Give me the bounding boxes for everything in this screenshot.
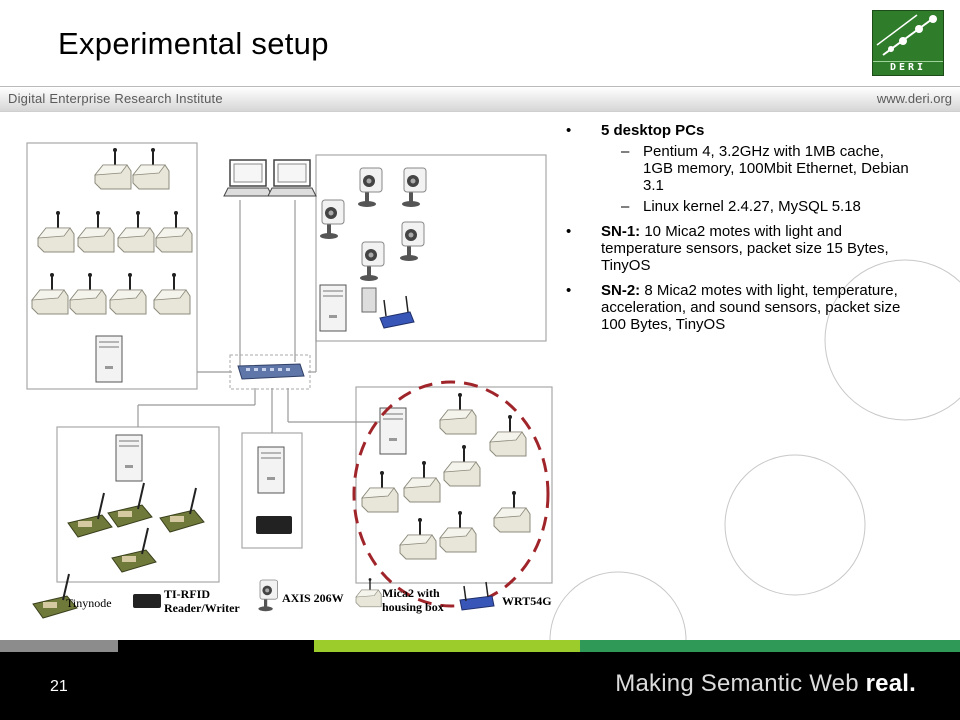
logo-text: DERI	[873, 61, 943, 73]
legend-tirfid-1: TI-RFID	[164, 587, 210, 601]
legend-axis: AXIS 206W	[282, 591, 344, 605]
bullet-text: 10 Mica2 motes with light and temperatur…	[601, 223, 889, 274]
header-bar: Digital Enterprise Research Institute ww…	[0, 86, 960, 112]
footer-stripe-black	[118, 640, 314, 652]
page-number: 21	[50, 678, 68, 695]
legend-tirfid-2: Reader/Writer	[164, 601, 240, 615]
slide-title: Experimental setup	[58, 26, 329, 61]
sub-bullet-hardware: Pentium 4, 3.2GHz with 1MB cache, 1GB me…	[621, 143, 916, 194]
bullet-heading: 5 desktop PCs	[601, 122, 705, 139]
website-url: www.deri.org	[876, 91, 952, 106]
bullet-sn1: SN-1: 10 Mica2 motes with light and temp…	[566, 223, 916, 274]
sn2-highlight	[352, 380, 550, 608]
deco-circle	[724, 454, 866, 596]
network-diagram: Tinynode TI-RFID Reader/Writer AXIS 206W…	[26, 142, 553, 619]
footer-stripe-lime	[314, 640, 580, 652]
legend-mica-1: Mica2 with	[382, 586, 440, 600]
legend-wrt: WRT54G	[502, 594, 552, 608]
footer-bar: 21 Making Semantic Web real.	[0, 652, 960, 720]
deri-logo-icon	[876, 14, 937, 56]
footer-stripe-green	[580, 640, 960, 652]
legend-tinynode: Tinynode	[66, 596, 112, 610]
footer-stripe-gray	[0, 640, 118, 652]
bullet-text: 8 Mica2 motes with light, temperature, a…	[601, 282, 901, 333]
sub-bullet-software: Linux kernel 2.4.27, MySQL 5.18	[621, 198, 916, 215]
deri-logo: DERI	[872, 10, 944, 76]
bullet-heading: SN-1:	[601, 223, 641, 240]
slogan-bold: real.	[865, 670, 916, 697]
bullet-list: 5 desktop PCs Pentium 4, 3.2GHz with 1MB…	[566, 122, 916, 341]
slogan-text: Making Semantic Web	[615, 670, 866, 697]
institute-name: Digital Enterprise Research Institute	[8, 91, 223, 106]
slogan: Making Semantic Web real.	[615, 670, 916, 698]
bullet-sn2: SN-2: 8 Mica2 motes with light, temperat…	[566, 282, 916, 333]
bullet-desktop-pcs: 5 desktop PCs Pentium 4, 3.2GHz with 1MB…	[566, 122, 916, 215]
bullet-heading: SN-2:	[601, 282, 641, 299]
legend-mica-2: housing box	[382, 600, 444, 614]
